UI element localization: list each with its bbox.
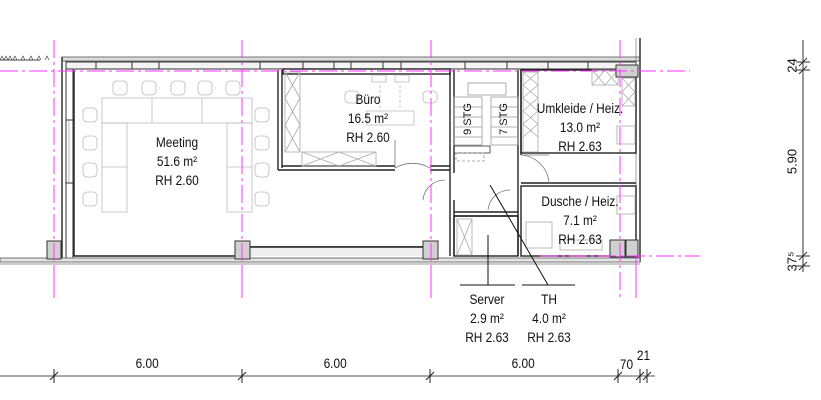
dimension-37-5: 37⁵ (784, 251, 800, 272)
grid-axes (0, 40, 700, 298)
meeting-furniture (82, 80, 270, 213)
room-name: Büro (355, 92, 381, 107)
dimension-bay-2: 6.00 (323, 356, 347, 371)
room-label-th: TH 4.0 m² RH 2.63 (518, 290, 580, 347)
door-swings (394, 140, 550, 211)
room-height: RH 2.60 (346, 130, 390, 145)
room-area: 7.1 m² (563, 213, 597, 228)
room-name: TH (541, 292, 557, 307)
dimension-bay-1: 6.00 (135, 356, 159, 371)
horizontal-dimension-line (0, 369, 655, 383)
office-desks (344, 74, 438, 126)
cabinets (284, 69, 636, 256)
dimension-21: 21 (636, 348, 651, 363)
room-area: 4.0 m² (532, 311, 566, 326)
room-area: 51.6 m² (156, 154, 198, 169)
stair-label-9: 9 STG (462, 103, 474, 135)
room-label-server: Server 2.9 m² RH 2.63 (456, 290, 518, 347)
grid-axis-extensions (53, 255, 637, 298)
room-label-umkleide: Umkleide / Heiz. 13.0 m² RH 2.63 (531, 99, 630, 156)
dimension-24: 24 (784, 58, 800, 73)
room-name: Dusche / Heiz. (541, 194, 619, 209)
room-height: RH 2.63 (527, 330, 571, 345)
room-area: 2.9 m² (470, 311, 504, 326)
staircase (453, 82, 519, 162)
room-name: Server (469, 292, 505, 307)
room-label-meeting: Meeting 51.6 m² RH 2.60 (129, 133, 226, 190)
vertical-dimension-line (796, 40, 810, 272)
dimension-70: 70 (619, 357, 634, 372)
interior-walls (73, 68, 637, 257)
room-area: 13.0 m² (559, 120, 601, 135)
room-height: RH 2.63 (558, 139, 602, 154)
dimension-bay-3: 6.00 (511, 356, 535, 371)
stair-label-7: 7 STG (498, 103, 510, 135)
room-name: Umkleide / Heiz. (536, 101, 624, 116)
room-label-buero: Büro 16.5 m² RH 2.60 (324, 90, 412, 147)
dimension-5-90: 5.90 (784, 148, 800, 175)
label-leaders (460, 184, 575, 286)
room-height: RH 2.63 (465, 330, 509, 345)
room-name: Meeting (155, 135, 199, 150)
room-height: RH 2.63 (558, 232, 602, 247)
room-area: 16.5 m² (347, 111, 389, 126)
room-height: RH 2.60 (155, 173, 199, 188)
room-label-dusche: Dusche / Heiz. 7.1 m² RH 2.63 (531, 192, 630, 249)
